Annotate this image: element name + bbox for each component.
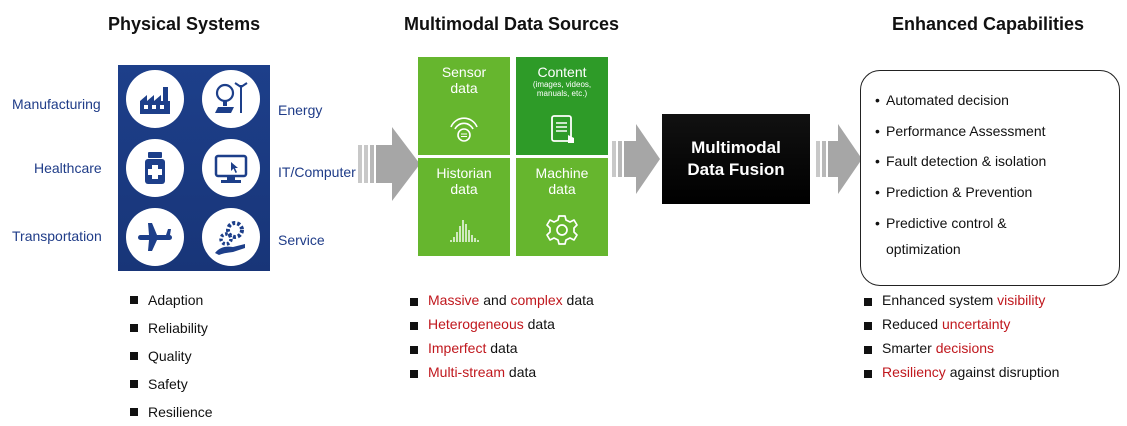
heading-enhanced-capabilities: Enhanced Capabilities xyxy=(892,14,1085,34)
gear-icon xyxy=(546,215,578,245)
plain-text: data xyxy=(486,340,518,356)
list-item: Imperfect data xyxy=(406,336,594,360)
label-energy: Energy xyxy=(278,102,323,118)
waveform-icon xyxy=(450,220,479,242)
tile-content-subtitle: (images, videos, manuals, etc.) xyxy=(532,80,592,98)
sensor-icon xyxy=(450,117,478,142)
plain-text: data xyxy=(562,292,594,308)
capability-bullets: Enhanced system visibility Reduced uncer… xyxy=(860,288,1059,384)
highlight-text: decisions xyxy=(935,340,995,356)
highlight-text: uncertainty xyxy=(941,316,1011,332)
factory-icon xyxy=(140,87,170,114)
service-gears-icon xyxy=(215,221,245,255)
computer-cell xyxy=(194,134,270,202)
list-item: Heterogeneous data xyxy=(406,312,594,336)
tile-historian-data: Historian data xyxy=(418,158,510,256)
arrow-2 xyxy=(612,124,660,194)
heading-multimodal-data-sources: Multimodal Data Sources xyxy=(404,14,620,34)
airplane-cell xyxy=(118,203,194,271)
plain-text: Reduced xyxy=(882,316,942,332)
energy-cell xyxy=(194,65,270,133)
fusion-line-2: Data Fusion xyxy=(687,160,785,179)
capabilities-list: Automated decision Performance Assessmen… xyxy=(875,85,1046,262)
list-item: Multi-stream data xyxy=(406,360,594,384)
computer-icon xyxy=(214,154,248,183)
capabilities-box: Automated decision Performance Assessmen… xyxy=(860,70,1120,286)
list-item: Prediction & Prevention xyxy=(875,177,1046,208)
airplane-icon xyxy=(138,223,172,251)
service-cell xyxy=(194,203,270,271)
list-item: Performance Assessment xyxy=(875,116,1046,147)
list-item: Adaption xyxy=(126,286,213,314)
list-item: Smarter decisions xyxy=(860,336,1059,360)
tablet-icon xyxy=(551,115,574,143)
highlight-text: complex xyxy=(510,292,563,308)
highlight-text: Resiliency xyxy=(882,364,946,380)
tile-historian-title: Historian data xyxy=(436,165,492,197)
list-item: Safety xyxy=(126,370,213,398)
multimodal-data-fusion-box: Multimodal Data Fusion xyxy=(662,114,810,204)
plain-text: and xyxy=(479,292,511,308)
label-it-computer: IT/Computer xyxy=(278,164,356,180)
list-item: Automated decision xyxy=(875,85,1046,116)
list-item: Predictive control & optimization xyxy=(875,210,1036,262)
tile-sensor-title: Sensor data xyxy=(441,64,487,96)
label-manufacturing: Manufacturing xyxy=(12,96,101,112)
tile-sensor-data: Sensor data xyxy=(418,57,510,155)
label-service: Service xyxy=(278,232,325,248)
tile-machine-data: Machine data xyxy=(516,158,608,256)
tile-machine-title: Machine data xyxy=(535,165,589,197)
list-item: Enhanced system visibility xyxy=(860,288,1059,312)
list-item: Reliability xyxy=(126,314,213,342)
plain-text: Enhanced system xyxy=(882,292,998,308)
label-transportation: Transportation xyxy=(12,228,102,244)
plain-text: data xyxy=(505,364,537,380)
plain-text: Smarter xyxy=(882,340,936,356)
physical-systems-grid xyxy=(118,65,270,271)
list-item: Quality xyxy=(126,342,213,370)
energy-icon xyxy=(215,82,248,113)
plain-text: against disruption xyxy=(945,364,1060,380)
highlight-text: Heterogeneous xyxy=(428,316,524,332)
medicine-cell xyxy=(118,134,194,202)
medicine-icon xyxy=(145,152,165,184)
arrow-3 xyxy=(816,124,862,194)
list-item: Resilience xyxy=(126,398,213,426)
highlight-text: visibility xyxy=(997,292,1046,308)
tile-content: Content (images, videos, manuals, etc.) xyxy=(516,57,608,155)
fusion-line-1: Multimodal xyxy=(691,138,781,157)
list-item: Resiliency against disruption xyxy=(860,360,1059,384)
factory-cell xyxy=(118,65,194,133)
tile-content-title: Content xyxy=(537,64,587,80)
highlight-text: Massive xyxy=(428,292,480,308)
label-healthcare: Healthcare xyxy=(34,160,102,176)
data-source-bullets: Massive and complex data Heterogeneous d… xyxy=(406,288,594,384)
list-item: Massive and complex data xyxy=(406,288,594,312)
list-item: Fault detection & isolation xyxy=(875,146,1046,177)
physical-bullets: Adaption Reliability Quality Safety Resi… xyxy=(126,286,213,426)
plain-text: data xyxy=(523,316,555,332)
highlight-text: Imperfect xyxy=(428,340,487,356)
highlight-text: Multi-stream xyxy=(428,364,506,380)
heading-physical-systems: Physical Systems xyxy=(108,14,261,34)
list-item: Reduced uncertainty xyxy=(860,312,1059,336)
arrow-1 xyxy=(358,127,420,201)
